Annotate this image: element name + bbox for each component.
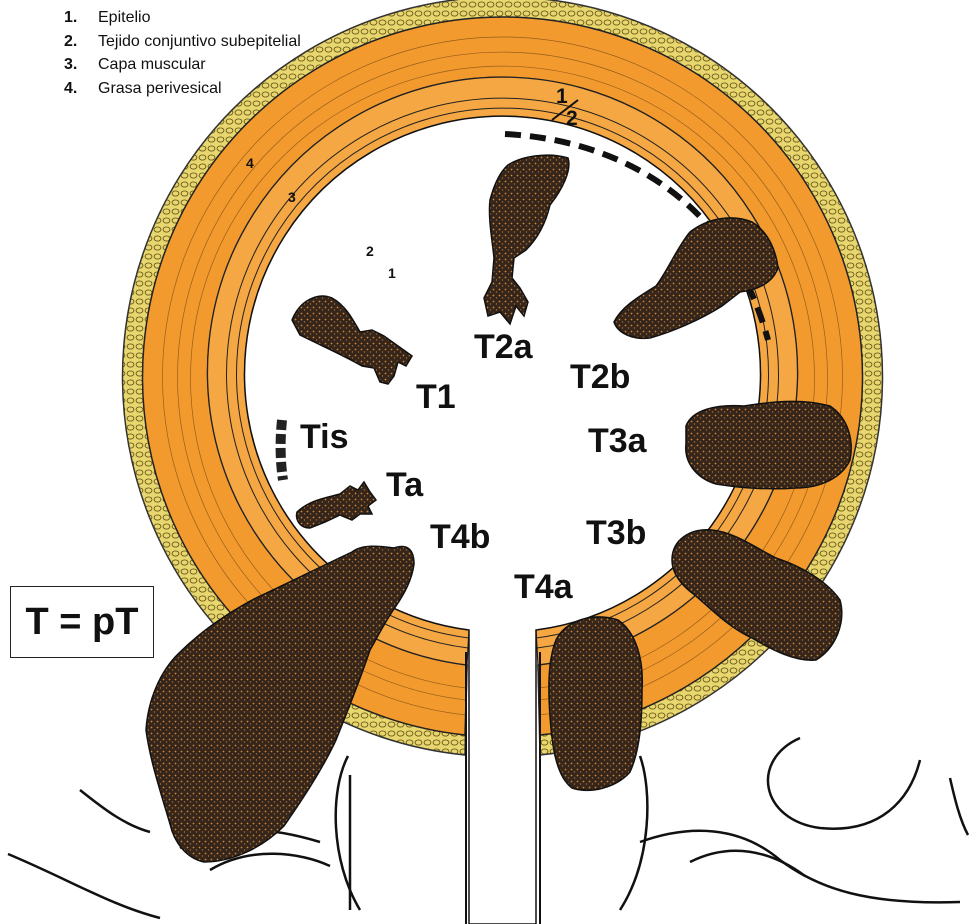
t4a-tumor (549, 617, 642, 790)
stage-label-t3a: T3a (588, 424, 647, 458)
legend-number: 2. (64, 30, 98, 54)
stage-label-t3b: T3b (586, 516, 646, 550)
layer-label-1: 1 (388, 266, 396, 280)
legend-item-1: 1.Epitelio (64, 6, 301, 30)
stage-label-t4b: T4b (430, 520, 490, 554)
fraction-denominator: 2 (566, 108, 578, 129)
pt-equivalence-text: T = pT (26, 601, 139, 644)
stage-label-t2b: T2b (570, 360, 630, 394)
legend-item-3: 3.Capa muscular (64, 53, 301, 77)
stage-label-tis: Tis (300, 420, 349, 454)
pt-equivalence-box: T = pT (10, 586, 154, 658)
legend-text: Epitelio (98, 9, 150, 26)
legend-number: 3. (64, 53, 98, 77)
legend-number: 4. (64, 77, 98, 101)
legend-item-2: 2.Tejido conjuntivo subepitelial (64, 30, 301, 54)
t3a-tumor (686, 401, 851, 488)
layer-label-4: 4 (246, 156, 254, 170)
legend: 1.Epitelio 2.Tejido conjuntivo subepitel… (64, 6, 301, 100)
fraction-numerator: 1 (556, 86, 568, 107)
layer-label-3: 3 (288, 190, 296, 204)
legend-item-4: 4.Grasa perivesical (64, 77, 301, 101)
legend-text: Capa muscular (98, 56, 206, 73)
tis-lesion (281, 420, 283, 480)
legend-number: 1. (64, 6, 98, 30)
stage-label-ta: Ta (386, 468, 423, 502)
legend-text: Tejido conjuntivo subepitelial (98, 33, 301, 50)
layer-label-2: 2 (366, 244, 374, 258)
stage-label-t4a: T4a (514, 570, 573, 604)
stage-label-t1: T1 (416, 380, 456, 414)
stage-label-t2a: T2a (474, 330, 533, 364)
legend-text: Grasa perivesical (98, 80, 222, 97)
